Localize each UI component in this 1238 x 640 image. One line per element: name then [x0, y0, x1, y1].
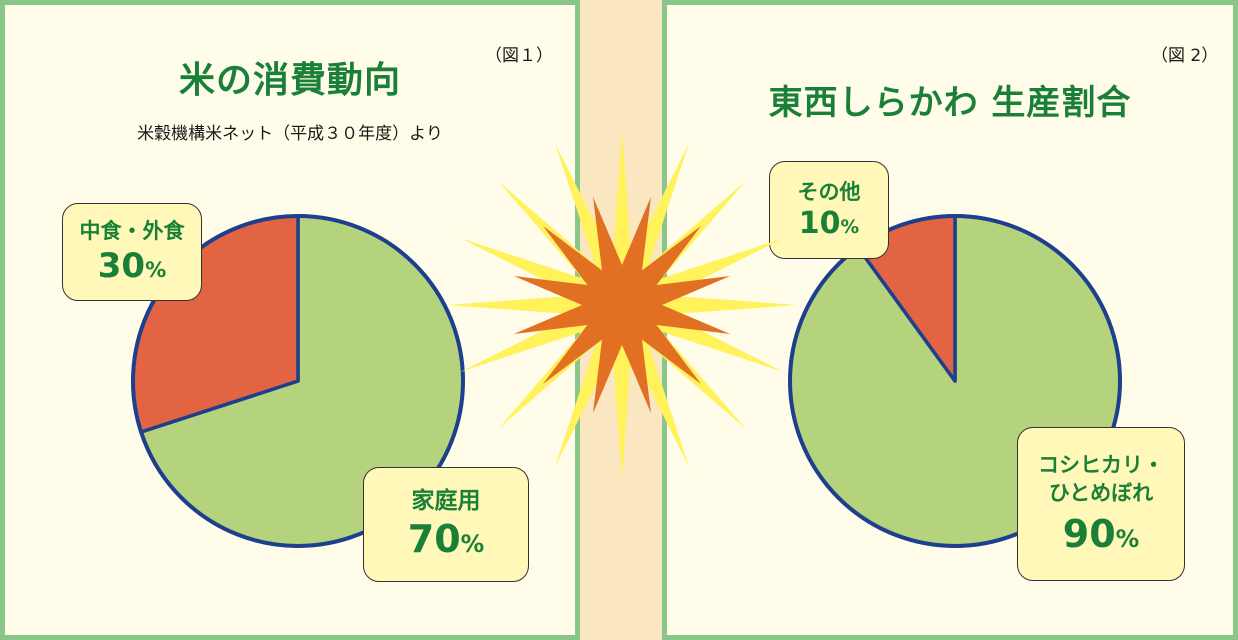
slice-value: 30% [97, 245, 167, 286]
figure2-callout-koshihikari: コシヒカリ・ ひとめぼれ 90% [1017, 427, 1185, 581]
figure2-callout-other: その他 10% [769, 161, 889, 259]
figure2-label: （図 2） [1151, 46, 1219, 66]
slice-value: 70% [407, 517, 485, 562]
figure1-callout-dining-out: 中食・外食 30% [62, 203, 202, 301]
figure1-title: 米の消費動向 [178, 60, 401, 101]
figure1-label: （図１） [485, 46, 553, 66]
slice-label-line2: ひとめぼれ [1048, 481, 1154, 506]
figure1-callout-home-use: 家庭用 70% [363, 467, 529, 582]
slice-value: 90% [1062, 511, 1140, 556]
slice-value: 10% [798, 206, 860, 242]
figure2-title: 東西しらかわ 生産割合 [768, 83, 1132, 123]
slice-label: 中食・外食 [79, 219, 185, 244]
figure1-subtitle: 米穀機構米ネット（平成３０年度）より [137, 124, 443, 144]
pie-outline [131, 214, 465, 548]
figure1-panel: （図１） 米の消費動向 米穀機構米ネット（平成３０年度）より 中食・外食 30%… [0, 0, 580, 640]
starburst-inner [513, 196, 731, 414]
slice-label-line1: コシヒカリ・ [1038, 452, 1164, 477]
pie-outline [788, 214, 1122, 548]
slice-label: その他 [797, 179, 861, 204]
slice-label: 家庭用 [411, 488, 481, 515]
